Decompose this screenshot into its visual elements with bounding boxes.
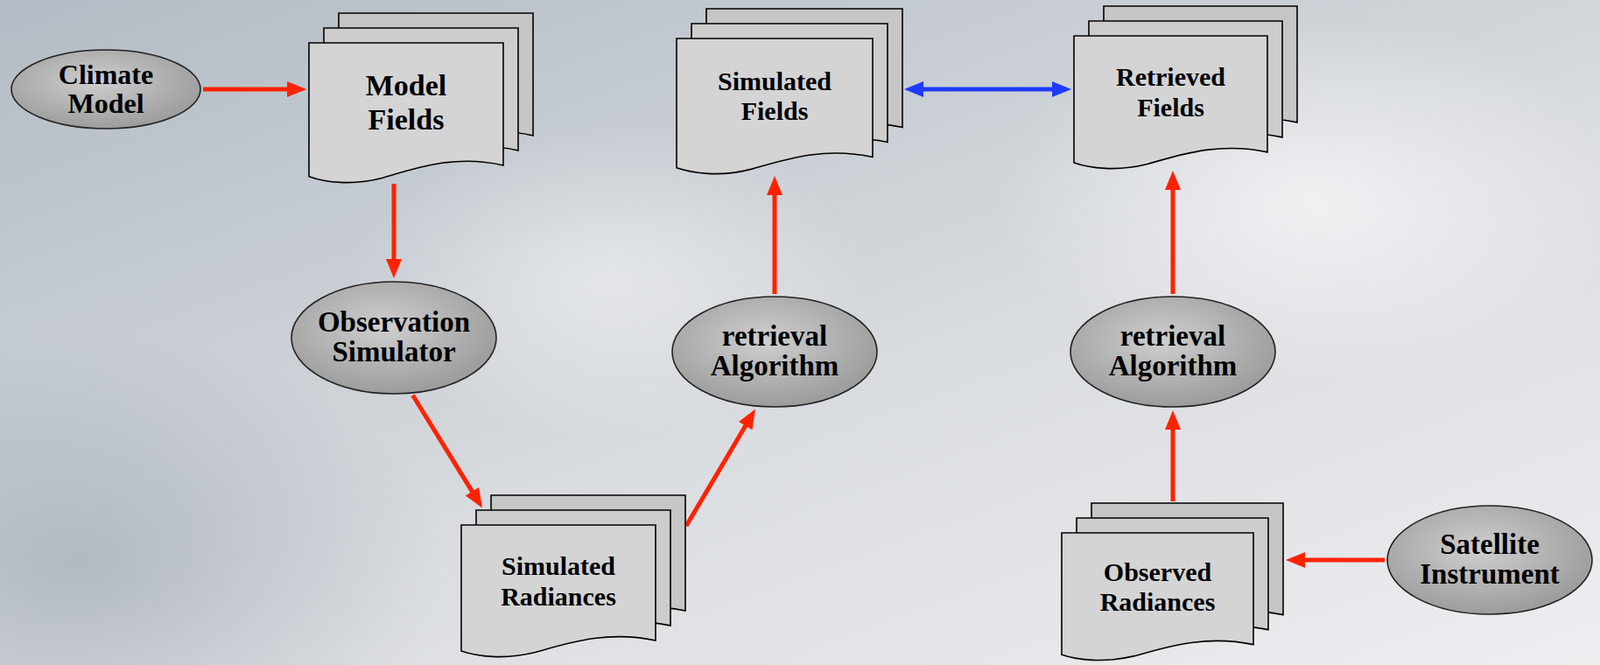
connector-line — [921, 87, 1054, 92]
arrow-head — [766, 175, 783, 196]
arrow-head — [385, 259, 402, 279]
label-wrap: Observed Radiances — [1061, 533, 1254, 643]
arrow-head — [465, 487, 483, 508]
process-ellipse: retrieval Algorithm — [1069, 295, 1277, 408]
process-ellipse: Observation Simulator — [290, 280, 498, 395]
document-stack: Simulated Fields — [676, 8, 903, 174]
node-label: Model Fields — [365, 68, 448, 137]
connector-line — [413, 395, 474, 494]
label-wrap: Retrieved Fields — [1073, 35, 1268, 150]
connector-line — [686, 424, 747, 527]
node-label: retrieval Algorithm — [710, 322, 840, 381]
label-wrap: Model Fields — [308, 42, 504, 163]
label-wrap: Simulated Fields — [676, 38, 873, 155]
label-group: Retrieved Fields — [1115, 62, 1226, 123]
node-label: Observation Simulator — [317, 308, 471, 367]
label-wrap: retrieval Algorithm — [1069, 295, 1277, 408]
arrow-head — [1164, 170, 1181, 190]
arrow-connector — [766, 175, 783, 295]
node-label: Observed Radiances — [1100, 557, 1216, 618]
label-wrap: Observation Simulator — [290, 280, 498, 395]
connector-line — [772, 193, 778, 295]
label-group: Satellite Instrument — [1419, 530, 1560, 590]
connector-line — [392, 183, 397, 261]
arrow-head — [287, 81, 307, 98]
node-label: Climate Model — [58, 60, 154, 118]
label-group: Simulated Fields — [717, 66, 832, 127]
connector-line — [1303, 558, 1385, 563]
document-stack: Retrieved Fields — [1073, 6, 1298, 169]
label-group: Observed Radiances — [1100, 557, 1216, 618]
arrow-connector — [904, 81, 1072, 98]
ellipse-shape — [11, 49, 201, 129]
node-label: Satellite Instrument — [1419, 530, 1560, 590]
document-stack: Model Fields — [308, 13, 534, 183]
process-ellipse: retrieval Algorithm — [671, 295, 878, 408]
document-sheet — [1061, 533, 1254, 661]
arrow-connector — [1164, 170, 1181, 295]
arrow-head — [1052, 81, 1072, 98]
label-group: Model Fields — [365, 68, 448, 137]
label-group: retrieval Algorithm — [1108, 322, 1238, 381]
label-wrap: Simulated Radiances — [461, 525, 656, 639]
ellipse-shape — [1070, 296, 1276, 408]
document-sheet — [461, 525, 656, 658]
process-ellipse: Satellite Instrument — [1386, 505, 1593, 616]
node-label: Simulated Radiances — [500, 551, 617, 612]
arrow-connector — [385, 183, 402, 279]
arrow-connector — [686, 409, 756, 527]
arrow-head — [1285, 552, 1306, 569]
label-group: Simulated Radiances — [500, 551, 617, 612]
ellipse-shape — [672, 296, 878, 408]
node-label: retrieval Algorithm — [1108, 322, 1238, 381]
label-wrap: Climate Model — [10, 49, 202, 130]
process-ellipse: Climate Model — [10, 49, 202, 130]
ellipse-shape — [291, 281, 497, 394]
arrow-connector — [1164, 410, 1181, 502]
arrow-connector — [203, 81, 307, 98]
arrow-head — [738, 409, 756, 431]
arrow-connector — [1285, 552, 1385, 569]
document-stack: Observed Radiances — [1061, 503, 1284, 660]
label-group: Observation Simulator — [317, 308, 471, 367]
document-sheet — [1073, 35, 1268, 169]
node-label: Retrieved Fields — [1115, 62, 1226, 123]
document-sheet — [308, 42, 504, 183]
arrow-connector — [413, 395, 483, 509]
label-group: Climate Model — [58, 60, 154, 118]
ellipse-shape — [1387, 505, 1593, 615]
node-label: Simulated Fields — [717, 66, 832, 127]
arrow-head — [904, 81, 924, 98]
document-sheet — [676, 38, 873, 175]
label-wrap: Satellite Instrument — [1386, 505, 1593, 616]
connector-line — [1171, 188, 1176, 295]
arrow-head — [1164, 410, 1181, 430]
label-wrap: retrieval Algorithm — [671, 295, 878, 408]
connector-line — [1171, 428, 1176, 502]
document-stack: Simulated Radiances — [461, 495, 686, 657]
label-group: retrieval Algorithm — [710, 322, 840, 381]
connector-line — [203, 87, 289, 92]
